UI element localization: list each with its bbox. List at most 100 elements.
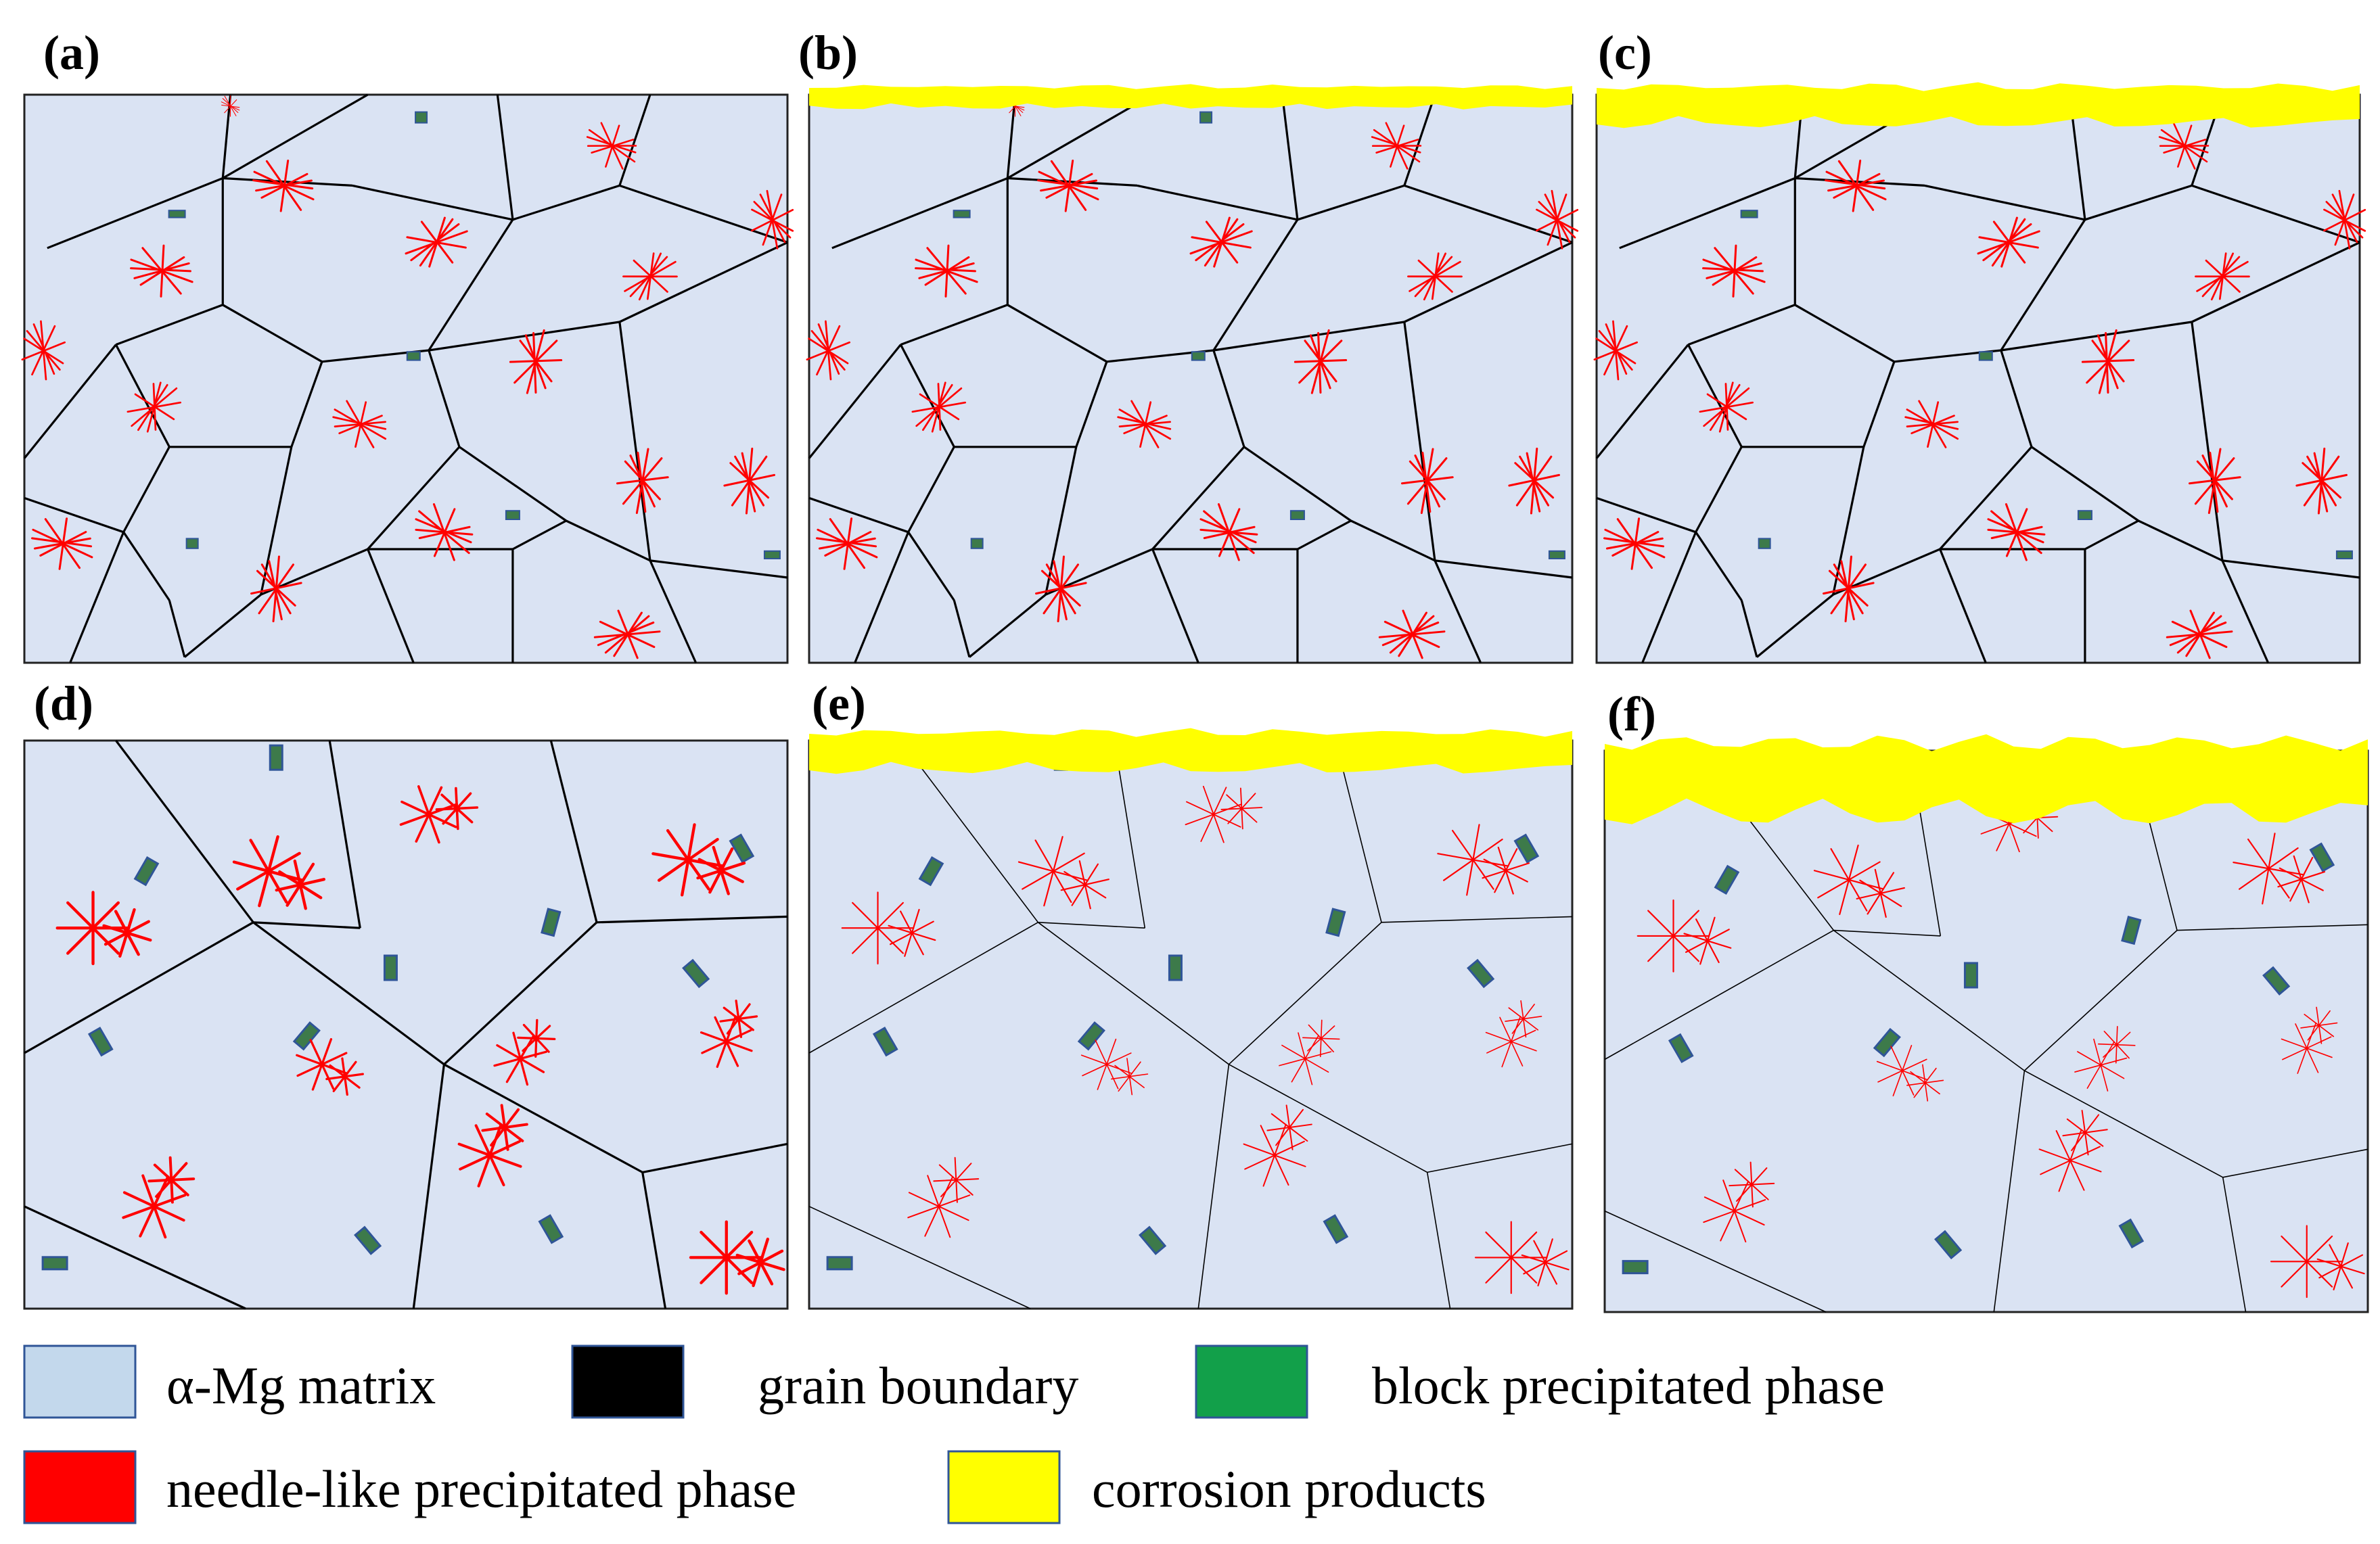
needle-precipitate-icon bbox=[405, 216, 468, 268]
grain-boundary-line bbox=[1151, 446, 1245, 551]
grain-boundary-line bbox=[1297, 184, 1405, 221]
panel-c bbox=[1593, 82, 2366, 664]
panels-layer bbox=[21, 82, 2369, 1313]
legend-swatch-needle bbox=[23, 1450, 137, 1524]
grain-boundary-line bbox=[2024, 1070, 2224, 1178]
grain-boundary-line bbox=[222, 93, 369, 179]
grain-boundary-line bbox=[1434, 559, 1573, 579]
panel-b bbox=[806, 84, 1579, 664]
grain-boundary-line bbox=[1595, 344, 1689, 459]
grain-boundaries bbox=[23, 93, 788, 663]
needle-precipitate-icon bbox=[1080, 1038, 1149, 1096]
needle-precipitate-icon bbox=[55, 891, 152, 966]
needle-precipitate-icon bbox=[122, 1156, 196, 1239]
grain-boundary-line bbox=[1924, 184, 2086, 221]
needle-precipitate-icon bbox=[907, 1156, 980, 1238]
needle-precipitate-icon bbox=[1279, 1019, 1340, 1085]
grain-boundaries bbox=[808, 93, 1573, 663]
needle-precipitate-icon bbox=[1637, 899, 1732, 973]
grain-boundary-line bbox=[1604, 1210, 1827, 1313]
grain-boundary-line bbox=[428, 350, 461, 448]
needle-precipitate-icon bbox=[1400, 448, 1454, 514]
needle-precipitate-icon bbox=[1199, 503, 1258, 561]
grain-boundary-line bbox=[2023, 930, 2178, 1071]
grain-boundary-line bbox=[253, 921, 361, 929]
grain-boundary-line bbox=[1151, 548, 1199, 663]
grain-boundary-line bbox=[1756, 593, 1834, 658]
needle-precipitate-icon bbox=[689, 1220, 785, 1295]
block-precipitate-icon bbox=[729, 833, 755, 864]
needle-precipitate-icon bbox=[1017, 836, 1109, 910]
grain-boundary-line bbox=[1006, 94, 1017, 179]
block-precipitate-icon bbox=[1191, 351, 1206, 361]
needle-precipitate-icon bbox=[1474, 1221, 1570, 1294]
grain-boundary-line bbox=[2222, 1148, 2368, 1178]
needle-precipitate-icon bbox=[2270, 1225, 2365, 1299]
grain-boundary-line bbox=[1993, 1070, 2026, 1313]
grain-boundary-line bbox=[2084, 184, 2193, 221]
grain-boundary-line bbox=[2084, 519, 2139, 551]
block-precipitate-icon bbox=[1714, 864, 1740, 895]
grain-boundary-line bbox=[2222, 1177, 2247, 1313]
grain-boundary-line bbox=[619, 241, 788, 323]
grain-boundary-line bbox=[1427, 1143, 1573, 1173]
needle-precipitate-icon bbox=[2081, 329, 2135, 394]
grain-boundary-line bbox=[2000, 321, 2193, 352]
grain-boundary-line bbox=[1604, 929, 1834, 1060]
grain-boundary-line bbox=[1381, 916, 1573, 923]
grain-boundary-line bbox=[968, 593, 1047, 658]
block-precipitate-icon bbox=[87, 1027, 114, 1057]
grain-boundary-line bbox=[1404, 184, 1573, 243]
needle-precipitate-icon bbox=[1703, 1161, 1775, 1243]
legend-swatch-boundary bbox=[571, 1344, 685, 1419]
grain-boundary-line bbox=[352, 184, 513, 221]
needle-precipitate-icon bbox=[586, 122, 637, 170]
grain-boundary-line bbox=[443, 921, 598, 1065]
needle-precipitate-icon bbox=[252, 160, 315, 212]
grain-boundary-line bbox=[1212, 350, 1245, 448]
legend-swatch-corrosion bbox=[947, 1450, 1061, 1524]
grain-boundary-line bbox=[1114, 740, 1146, 929]
grain-boundary-line bbox=[183, 593, 262, 658]
panel-label-c: (c) bbox=[1598, 26, 1652, 80]
grain-boundary-line bbox=[1695, 446, 1743, 533]
legend-label-corrosion: corrosion products bbox=[1092, 1459, 1486, 1518]
needle-precipitate-icon bbox=[1437, 824, 1530, 896]
needle-precipitate-icon bbox=[1987, 503, 2046, 561]
block-precipitate-icon bbox=[763, 550, 781, 559]
block-precipitate-icon bbox=[1513, 833, 1540, 864]
panel-labels: (a) (b) (c) (d) (e) (f) bbox=[34, 26, 1656, 741]
grain-boundary-line bbox=[222, 304, 323, 363]
grain-boundary-line bbox=[1403, 321, 1436, 561]
grain-boundary-line bbox=[907, 446, 955, 533]
block-precipitate-icon bbox=[1199, 111, 1213, 124]
grain-boundary-line bbox=[1687, 344, 1743, 448]
block-precipitate-icon bbox=[1758, 538, 1771, 549]
grain-boundary-line bbox=[642, 1142, 788, 1173]
panel-e bbox=[808, 728, 1574, 1310]
needle-precipitate-icon bbox=[2074, 1025, 2136, 1092]
needle-precipitate-icon bbox=[1904, 400, 1959, 448]
legend-swatch-block bbox=[1195, 1344, 1308, 1419]
panel-label-d: (d) bbox=[34, 676, 93, 730]
matrix-area bbox=[23, 93, 789, 664]
needle-precipitate-icon bbox=[1508, 447, 1561, 515]
needle-precipitate-icon bbox=[2323, 189, 2366, 250]
needle-precipitate-icon bbox=[1485, 1000, 1542, 1068]
grain-boundary-line bbox=[618, 321, 651, 561]
block-precipitate-icon bbox=[41, 1256, 68, 1271]
legend-swatch-matrix bbox=[23, 1344, 137, 1419]
grain-boundary-line bbox=[412, 1064, 445, 1309]
block-precipitate-icon bbox=[1325, 908, 1346, 937]
grain-boundary-line bbox=[1007, 177, 1138, 187]
grain-boundary-line bbox=[1740, 600, 1758, 658]
block-precipitate-icon bbox=[1467, 958, 1495, 989]
grain-boundary-line bbox=[1403, 94, 1436, 186]
block-precipitate-icon bbox=[133, 856, 160, 887]
block-precipitate-icon bbox=[185, 538, 199, 549]
block-precipitate-icon bbox=[1289, 510, 1305, 521]
block-precipitate-icon bbox=[682, 958, 710, 989]
grain-boundary-line bbox=[459, 446, 567, 522]
grain-boundary-line bbox=[953, 600, 971, 658]
needle-precipitate-icon bbox=[1876, 1045, 1944, 1102]
